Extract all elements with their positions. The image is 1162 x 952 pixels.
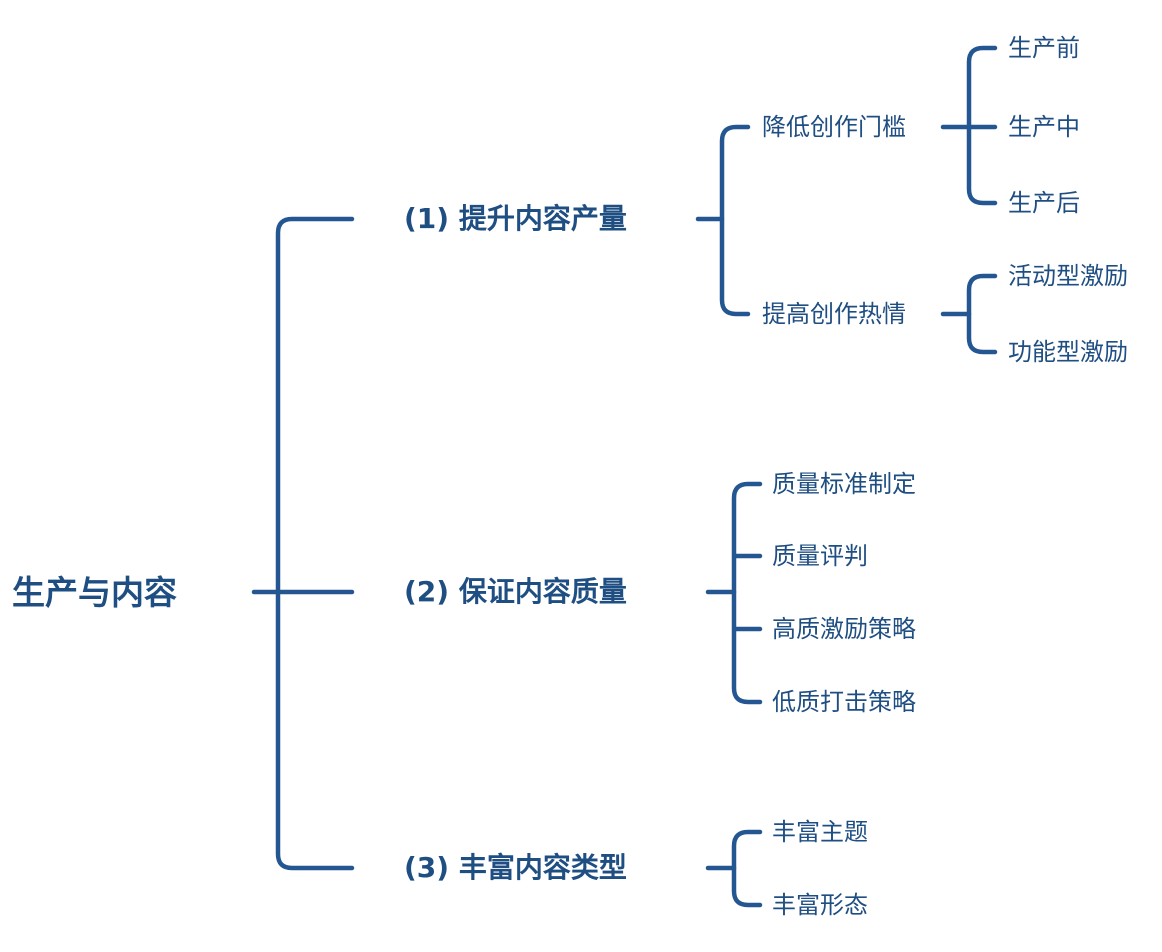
connector-enthusiasm-bracket	[966, 273, 998, 355]
connector-branch1-bracket	[719, 124, 751, 317]
connector-branch3-bracket	[731, 829, 763, 908]
leaf-feature-incentive: 功能型激励	[1008, 338, 1128, 366]
branch-increase-output: (1) 提升内容产量	[404, 202, 627, 235]
node-low-quality-crackdown: 低质打击策略	[772, 688, 916, 716]
node-enrich-forms: 丰富形态	[772, 891, 868, 919]
root-node: 生产与内容	[12, 573, 177, 612]
leaf-post-production: 生产后	[1008, 189, 1080, 217]
node-lower-threshold: 降低创作门槛	[762, 113, 906, 141]
connector-threshold-bracket	[966, 45, 998, 206]
leaf-activity-incentive: 活动型激励	[1008, 262, 1128, 290]
branch-ensure-quality: (2) 保证内容质量	[404, 575, 627, 608]
connector-root-bracket	[275, 216, 355, 871]
node-quality-judgement: 质量评判	[772, 542, 868, 570]
node-quality-standard: 质量标准制定	[772, 470, 916, 498]
node-enrich-topics: 丰富主题	[772, 818, 868, 846]
node-raise-enthusiasm: 提高创作热情	[762, 300, 906, 328]
node-high-quality-incentive: 高质激励策略	[772, 615, 916, 643]
branch-enrich-types: (3) 丰富内容类型	[404, 851, 627, 884]
connector-branch2-bracket	[731, 481, 763, 705]
leaf-in-production: 生产中	[1008, 113, 1080, 141]
leaf-pre-production: 生产前	[1008, 34, 1080, 62]
